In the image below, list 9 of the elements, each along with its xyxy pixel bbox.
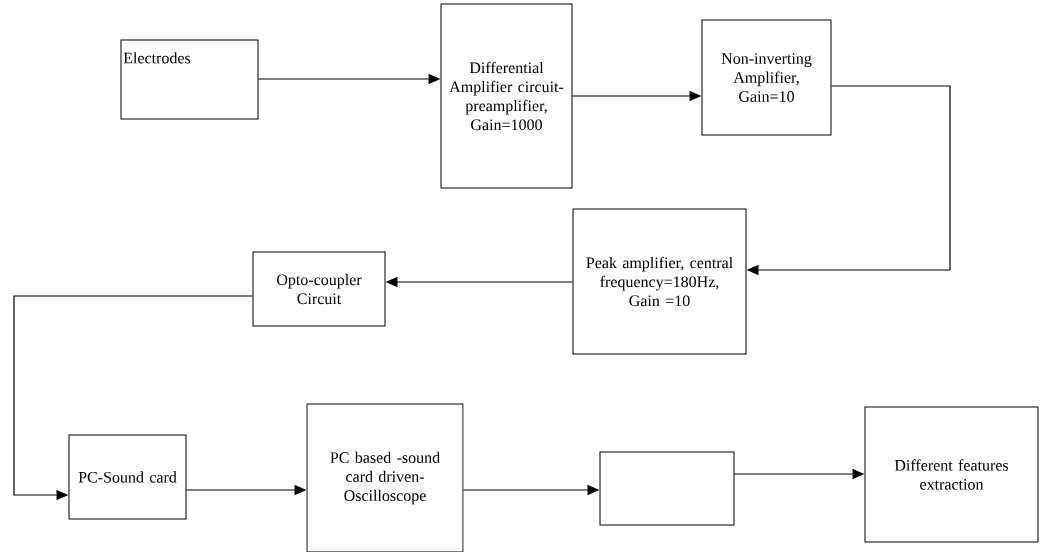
block-box: Peak amplifier, central frequency=180Hz, Gain =10 (572, 208, 747, 355)
block-box: Non-inverting Amplifier, Gain=10 (701, 19, 832, 136)
block-box: PC-Sound card (68, 434, 187, 520)
block-box: Electrodes (120, 39, 259, 120)
block-box: Different features extraction (864, 406, 1039, 543)
block-box: Differential Amplifier circuit- preamplifier, Gain=1000 (440, 3, 573, 189)
empty-box (599, 451, 735, 526)
block-box: Opto-coupler Circuit (252, 251, 386, 327)
block-box: PC based -sound card driven- Oscilloscope (306, 403, 464, 552)
